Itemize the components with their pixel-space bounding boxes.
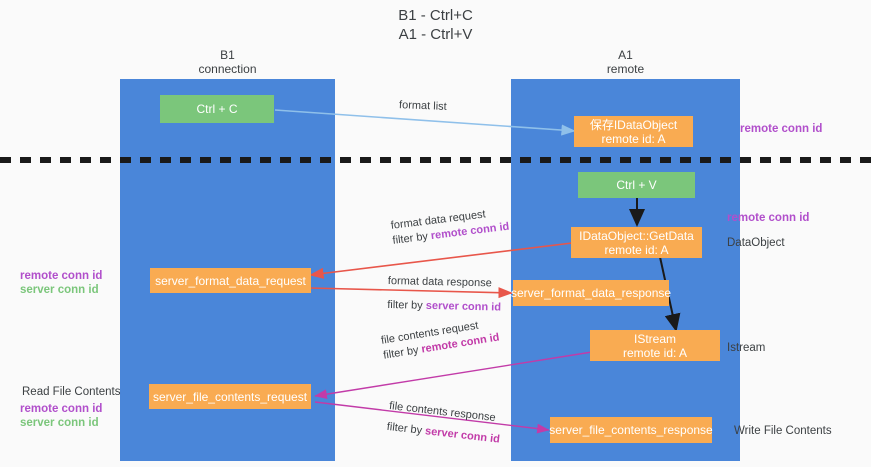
- edge-label-format-list: format list: [398, 99, 447, 113]
- annotation-right-dataobject: DataObject: [727, 237, 785, 249]
- annotation-left-remote-conn-id-mid: remote conn id: [20, 270, 103, 282]
- arrow-file-contents-request: [314, 351, 593, 399]
- box-server-format-data-request-line1: server_format_data_request: [155, 273, 306, 288]
- filter-prefix: filter by: [391, 230, 432, 247]
- box-idataobject-store[interactable]: 保存IDataObject remote id: A: [574, 116, 693, 147]
- box-istream-line1: IStream: [633, 331, 676, 346]
- annotation-left-server-conn-id-mid: server conn id: [20, 284, 99, 296]
- box-ctrl-v-line1: Ctrl + V: [616, 178, 657, 192]
- box-server-file-contents-request[interactable]: server_file_contents_request: [149, 384, 311, 409]
- box-getdata-line2: remote id: A: [604, 242, 669, 257]
- box-server-format-data-response-line1: server_format_data_response: [510, 286, 672, 300]
- box-server-format-data-response[interactable]: server_format_data_response: [510, 280, 672, 306]
- column-header-a1-role: remote: [606, 62, 645, 76]
- column-header-b1-name: B1: [220, 48, 235, 62]
- page-title: B1 - Ctrl+C A1 - Ctrl+V: [0, 6, 871, 44]
- box-istream[interactable]: IStream remote id: A: [590, 330, 720, 361]
- edge-label-format-data-response-main: format data response: [387, 274, 492, 290]
- box-getdata[interactable]: IDataObject::GetData remote id: A: [571, 227, 702, 258]
- box-server-file-contents-response-line1: server_file_contents_response: [549, 423, 713, 437]
- annotation-right-remote-conn-id-mid: remote conn id: [727, 212, 810, 224]
- box-ctrl-v[interactable]: Ctrl + V: [578, 172, 695, 198]
- column-header-b1: B1 connection: [120, 48, 335, 76]
- box-idataobject-store-line1: 保存IDataObject: [589, 117, 678, 132]
- annotation-right-write-file-contents: Write File Contents: [734, 425, 832, 437]
- filter-prefix: filter by: [386, 420, 426, 438]
- column-header-a1: A1 remote: [511, 48, 740, 76]
- edge-label-format-data-response-filter: filter by server conn id: [387, 298, 501, 316]
- arrow-format-data-response: [309, 287, 513, 299]
- annotation-right-istream: Istream: [727, 342, 766, 354]
- box-idataobject-store-line2: remote id: A: [601, 131, 666, 146]
- box-server-file-contents-request-line1: server_file_contents_request: [152, 389, 308, 404]
- filter-key: server conn id: [425, 299, 502, 314]
- annotation-left-remote-conn-id-bot: remote conn id: [20, 403, 103, 415]
- arrow-file-contents-response: [314, 401, 550, 434]
- filter-prefix: filter by: [387, 298, 426, 312]
- arrow-format-data-request: [309, 242, 573, 279]
- annotation-right-remote-conn-id-top: remote conn id: [740, 123, 823, 135]
- box-ctrl-c-line1: Ctrl + C: [196, 102, 238, 116]
- annotation-left-read-file-contents: Read File Contents: [22, 386, 121, 398]
- column-header-a1-name: A1: [618, 48, 633, 62]
- box-istream-line2: remote id: A: [622, 345, 688, 360]
- box-getdata-line1: IDataObject::GetData: [579, 228, 694, 243]
- box-server-format-data-request[interactable]: server_format_data_request: [150, 268, 311, 293]
- title-line-1: B1 - Ctrl+C: [398, 7, 473, 24]
- column-header-b1-role: connection: [198, 62, 257, 76]
- box-ctrl-c[interactable]: Ctrl + C: [160, 95, 274, 123]
- edge-label-format-data-response: format data response filter by server co…: [387, 274, 502, 316]
- title-line-2: A1 - Ctrl+V: [398, 26, 473, 43]
- annotation-left-server-conn-id-bot: server conn id: [20, 417, 99, 429]
- arrow-format-list: [274, 109, 576, 136]
- box-server-file-contents-response[interactable]: server_file_contents_response: [549, 417, 713, 443]
